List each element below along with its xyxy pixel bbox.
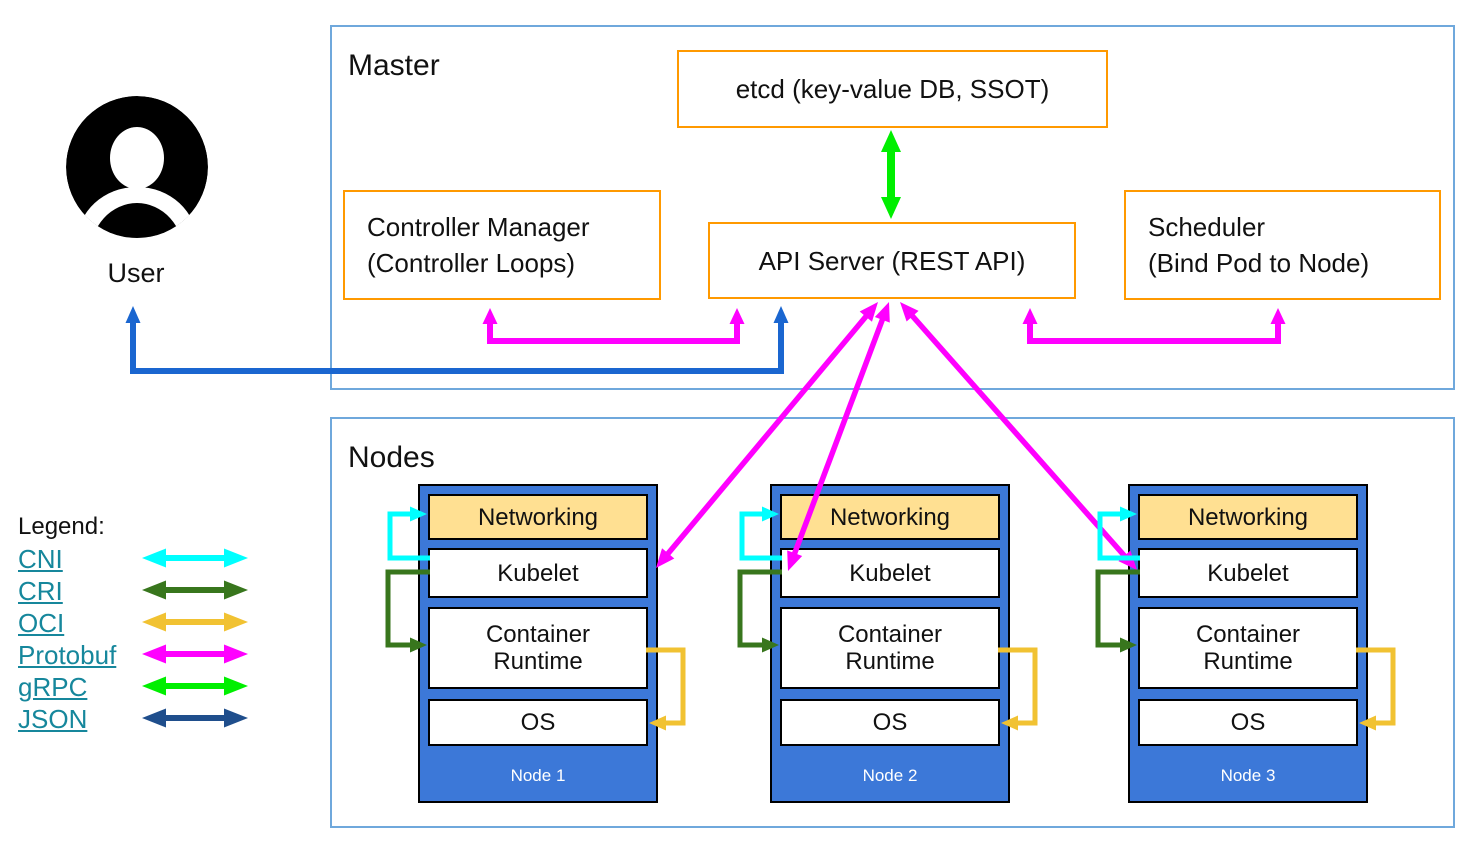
node-card-1: Networking Kubelet Container Runtime OS … <box>418 484 658 803</box>
node3-kubelet-label: Kubelet <box>1207 559 1289 587</box>
arrowhead-legend-swatch-json <box>142 708 166 728</box>
node1-os-box: OS <box>428 699 648 746</box>
arrowhead-legend-swatch-cni <box>142 548 166 568</box>
node3-networking-box: Networking <box>1138 494 1358 540</box>
controller-manager-label-line2: (Controller Loops) <box>367 248 576 278</box>
controller-manager-box: Controller Manager (Controller Loops) <box>343 190 661 300</box>
api-server-box: API Server (REST API) <box>708 222 1076 299</box>
node2-os-box: OS <box>780 699 1000 746</box>
master-section-box <box>330 25 1455 390</box>
node2-container-runtime-box: Container Runtime <box>780 607 1000 689</box>
node2-container-runtime-label: Container Runtime <box>837 621 943 675</box>
node3-container-runtime-box: Container Runtime <box>1138 607 1358 689</box>
user-icon <box>66 96 208 238</box>
node1-networking-label: Networking <box>477 503 599 531</box>
arrowhead-legend-swatch-protobuf <box>224 644 248 664</box>
api-server-label: API Server (REST API) <box>758 245 1026 276</box>
scheduler-label-line2: (Bind Pod to Node) <box>1148 248 1370 278</box>
node2-networking-box: Networking <box>780 494 1000 540</box>
legend-link-cri[interactable]: CRI <box>18 576 63 606</box>
node2-os-label: OS <box>872 709 908 736</box>
node3-networking-label: Networking <box>1187 503 1309 531</box>
arrowhead-legend-swatch-oci <box>142 612 166 632</box>
legend-link-oci[interactable]: OCI <box>18 608 65 638</box>
nodes-section-box <box>330 417 1455 828</box>
scheduler-box: Scheduler (Bind Pod to Node) <box>1124 190 1441 300</box>
node1-kubelet-box: Kubelet <box>428 548 648 598</box>
node3-os-label: OS <box>1230 709 1266 736</box>
legend-link-json[interactable]: JSON <box>18 704 88 734</box>
node1-kubelet-label: Kubelet <box>497 559 579 587</box>
user-label: User <box>107 258 165 288</box>
master-section-title: Master <box>348 49 440 82</box>
arrowhead-legend-swatch-grpc <box>224 676 248 696</box>
node-card-3: Networking Kubelet Container Runtime OS … <box>1128 484 1368 803</box>
node1-container-runtime-box: Container Runtime <box>428 607 648 689</box>
node3-container-runtime-label: Container Runtime <box>1195 621 1301 675</box>
controller-manager-label-line1: Controller Manager <box>367 212 590 242</box>
nodes-section-title: Nodes <box>348 441 435 474</box>
node-card-2: Networking Kubelet Container Runtime OS … <box>770 484 1010 803</box>
legend-link-cni[interactable]: CNI <box>18 544 63 574</box>
arrowhead-legend-swatch-json <box>224 708 248 728</box>
node1-os-label: OS <box>520 709 556 736</box>
arrowhead-legend-swatch-cni <box>224 548 248 568</box>
node1-container-runtime-label: Container Runtime <box>485 621 591 675</box>
arrowhead-legend-swatch-oci <box>224 612 248 632</box>
node2-name-label: Node 2 <box>862 766 918 785</box>
node2-networking-label: Networking <box>829 503 951 531</box>
node3-os-box: OS <box>1138 699 1358 746</box>
node2-kubelet-box: Kubelet <box>780 548 1000 598</box>
legend-link-grpc[interactable]: gRPC <box>18 672 88 702</box>
arrowhead-legend-swatch-cri <box>142 580 166 600</box>
node3-kubelet-box: Kubelet <box>1138 548 1358 598</box>
node3-name-label: Node 3 <box>1220 766 1276 785</box>
etcd-box: etcd (key-value DB, SSOT) <box>677 50 1108 128</box>
node1-networking-box: Networking <box>428 494 648 540</box>
arrowhead-legend-swatch-grpc <box>142 676 166 696</box>
node2-kubelet-label: Kubelet <box>849 559 931 587</box>
legend-title: Legend: <box>18 513 105 540</box>
arrowhead-legend-swatch-cri <box>224 580 248 600</box>
arrowhead-legend-swatch-protobuf <box>142 644 166 664</box>
scheduler-label-line1: Scheduler <box>1148 212 1266 242</box>
legend-link-protobuf[interactable]: Protobuf <box>18 640 117 670</box>
etcd-label: etcd (key-value DB, SSOT) <box>735 74 1050 104</box>
node1-name-label: Node 1 <box>510 766 566 785</box>
arrowhead-json-user-api <box>125 306 141 323</box>
